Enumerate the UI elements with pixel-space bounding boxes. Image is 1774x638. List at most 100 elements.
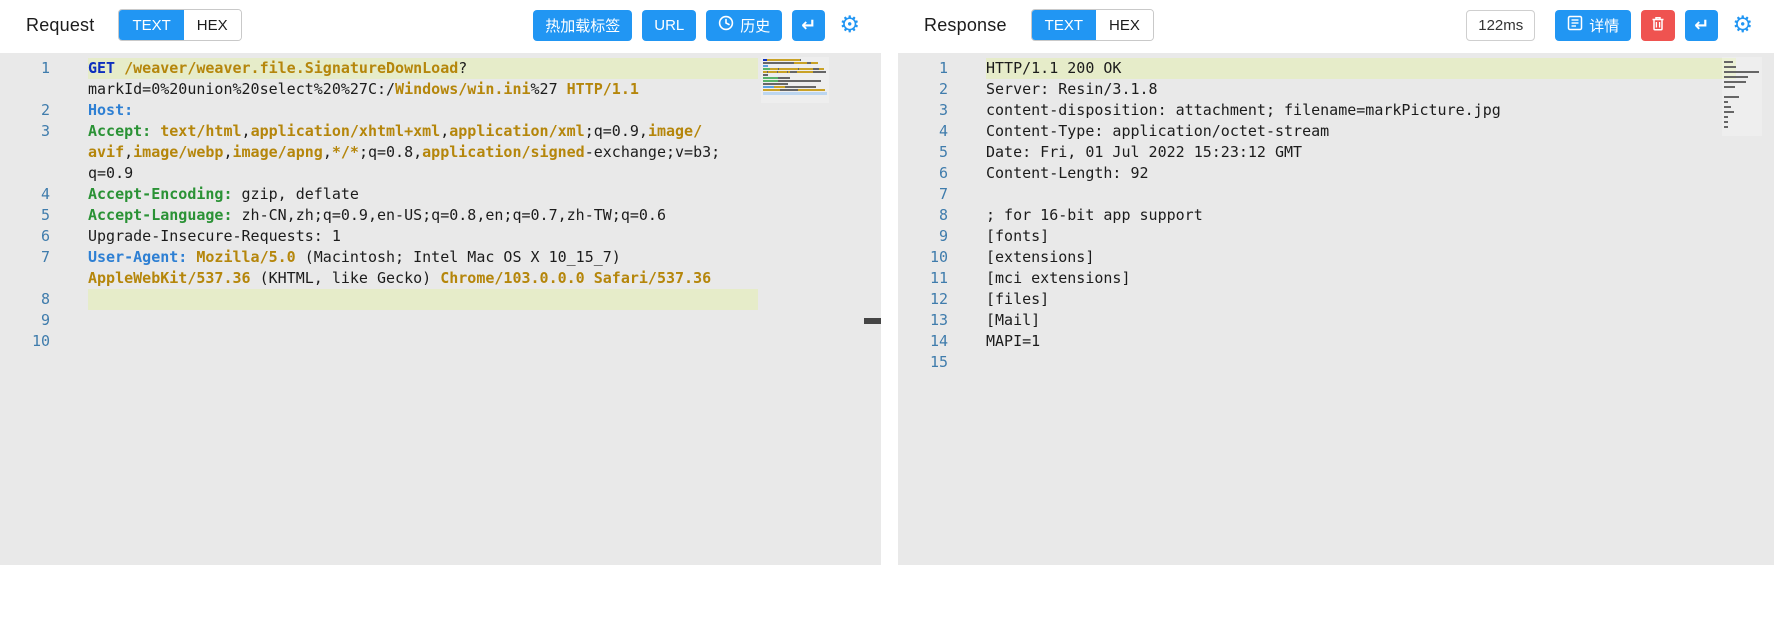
code-line-text: [Mail] [986, 310, 1040, 331]
trash-icon [1650, 15, 1666, 36]
response-code[interactable]: 1HTTP/1.1 200 OK2Server: Resin/3.1.83 con… [898, 53, 1774, 373]
line-number: 11 [898, 268, 948, 289]
line-number: 6 [0, 226, 50, 247]
active-line: GET /weaver/weaver.file.SignatureDownLoa… [88, 58, 758, 79]
minimap-row [763, 98, 827, 101]
line-number [0, 163, 50, 184]
code-row: 4 Accept-Encoding: gzip, deflate [0, 184, 881, 205]
line-number: 6 [898, 163, 948, 184]
enter-icon: ↵ [1694, 15, 1709, 36]
request-code[interactable]: 1 GET /weaver/weaver.file.SignatureDownLo… [0, 53, 881, 352]
code-row: avif,image/webp,image/apng,*/*;q=0.8,app… [0, 142, 881, 163]
code-row: q=0.9 [0, 163, 881, 184]
response-minimap[interactable] [1722, 57, 1762, 136]
code-row: 2Server: Resin/3.1.8 [898, 79, 1774, 100]
code-row: 1HTTP/1.1 200 OK [898, 58, 1774, 79]
code-line-text: Content-Type: application/octet-stream [986, 121, 1329, 142]
code-row: 2Host: [0, 100, 881, 121]
code-row: markId=0%20union%20select%20%27C:/Window… [0, 79, 881, 100]
gear-icon[interactable]: ⚙ [839, 14, 860, 37]
code-row: AppleWebKit/537.36 (KHTML, like Gecko) C… [0, 268, 881, 289]
line-number: 13 [898, 310, 948, 331]
url-button[interactable]: URL [642, 10, 696, 41]
code-line-text: [extensions] [986, 247, 1094, 268]
code-row: 8 [0, 289, 881, 310]
line-number: 12 [898, 289, 948, 310]
line-number: 8 [898, 205, 948, 226]
history-button-label: 历史 [740, 15, 770, 36]
line-number: 4 [0, 184, 50, 205]
request-tab-hex[interactable]: HEX [184, 10, 241, 40]
code-row: 15 [898, 352, 1774, 373]
response-tab-hex[interactable]: HEX [1096, 10, 1153, 40]
line-number: 3 [0, 121, 50, 142]
code-line-text: [fonts] [986, 226, 1049, 247]
response-header: Response TEXT HEX 122ms 详情 ↵ ⚙ [898, 0, 1774, 50]
clear-response-button[interactable] [1641, 10, 1675, 41]
code-line-text: content-disposition: attachment; filenam… [986, 100, 1501, 121]
code-line-text: Accept: text/html,application/xhtml+xml,… [88, 121, 702, 142]
line-number: 5 [898, 142, 948, 163]
line-number: 9 [898, 226, 948, 247]
line-number: 7 [0, 247, 50, 268]
code-row: 12 [files] [898, 289, 1774, 310]
history-button[interactable]: 历史 [706, 10, 782, 41]
code-line-text: Accept-Language: zh-CN,zh;q=0.9,en-US;q=… [88, 205, 666, 226]
code-row: 9 [fonts] [898, 226, 1774, 247]
code-row: 7 [898, 184, 1774, 205]
request-title: Request [26, 15, 94, 36]
code-line-text: Host: [88, 100, 133, 121]
code-row: 4 Content-Type: application/octet-stream [898, 121, 1774, 142]
details-button[interactable]: 详情 [1555, 10, 1631, 41]
minimap-row [1724, 129, 1760, 134]
response-title: Response [924, 15, 1007, 36]
request-minimap[interactable] [761, 57, 829, 103]
code-row: 6Content-Length: 92 [898, 163, 1774, 184]
line-number: 9 [0, 310, 50, 331]
line-number: 7 [898, 184, 948, 205]
send-request-button[interactable]: ↵ [792, 10, 825, 41]
code-row: 3 Accept: text/html,application/xhtml+xml… [0, 121, 881, 142]
code-row: 11 [mci extensions] [898, 268, 1774, 289]
request-panel: Request TEXT HEX 热加载标签 URL 历史 ↵ ⚙ 1 GET /… [0, 0, 881, 638]
request-editor[interactable]: 1 GET /weaver/weaver.file.SignatureDownLo… [0, 53, 881, 565]
code-row: 6 Upgrade-Insecure-Requests: 1 [0, 226, 881, 247]
line-number: 10 [0, 331, 50, 352]
line-number: 1 [0, 58, 50, 79]
panel-divider[interactable] [881, 0, 898, 638]
line-number: 4 [898, 121, 948, 142]
latency-badge: 122ms [1466, 10, 1535, 41]
line-number: 3 [898, 100, 948, 121]
code-line-text: Upgrade-Insecure-Requests: 1 [88, 226, 341, 247]
clock-icon [718, 15, 734, 35]
code-line-text: q=0.9 [88, 163, 133, 184]
response-tab-text[interactable]: TEXT [1032, 10, 1096, 40]
code-line-text: Accept-Encoding: gzip, deflate [88, 184, 359, 205]
enter-icon: ↵ [801, 15, 816, 36]
send-response-button[interactable]: ↵ [1685, 10, 1718, 41]
scrollbar-thumb[interactable] [864, 318, 881, 324]
code-line-text: [files] [986, 289, 1049, 310]
details-button-label: 详情 [1589, 15, 1619, 36]
code-row: 8 ; for 16-bit app support [898, 205, 1774, 226]
code-line-text: Server: Resin/3.1.8 [986, 79, 1158, 100]
code-row: 10[extensions] [898, 247, 1774, 268]
request-view-toggle: TEXT HEX [118, 9, 241, 41]
code-row: 9 [0, 310, 881, 331]
line-number: 5 [0, 205, 50, 226]
request-tab-text[interactable]: TEXT [119, 10, 183, 40]
code-line-text: MAPI=1 [986, 331, 1040, 352]
code-row: 13 [Mail] [898, 310, 1774, 331]
code-line-text: [mci extensions] [986, 268, 1131, 289]
response-editor[interactable]: 1HTTP/1.1 200 OK2Server: Resin/3.1.83 con… [898, 53, 1774, 565]
hot-reload-tags-button[interactable]: 热加载标签 [533, 10, 632, 41]
code-line-text: AppleWebKit/537.36 (KHTML, like Gecko) C… [88, 268, 711, 289]
code-line-text: markId=0%20union%20select%20%27C:/Window… [88, 79, 639, 100]
gear-icon[interactable]: ⚙ [1732, 14, 1753, 37]
line-number: 8 [0, 289, 50, 310]
response-panel: Response TEXT HEX 122ms 详情 ↵ ⚙ 1HTTP/1.1… [898, 0, 1774, 638]
active-line [88, 289, 758, 310]
line-number [0, 79, 50, 100]
code-line-text: Date: Fri, 01 Jul 2022 15:23:12 GMT [986, 142, 1302, 163]
code-line-text: ; for 16-bit app support [986, 205, 1203, 226]
